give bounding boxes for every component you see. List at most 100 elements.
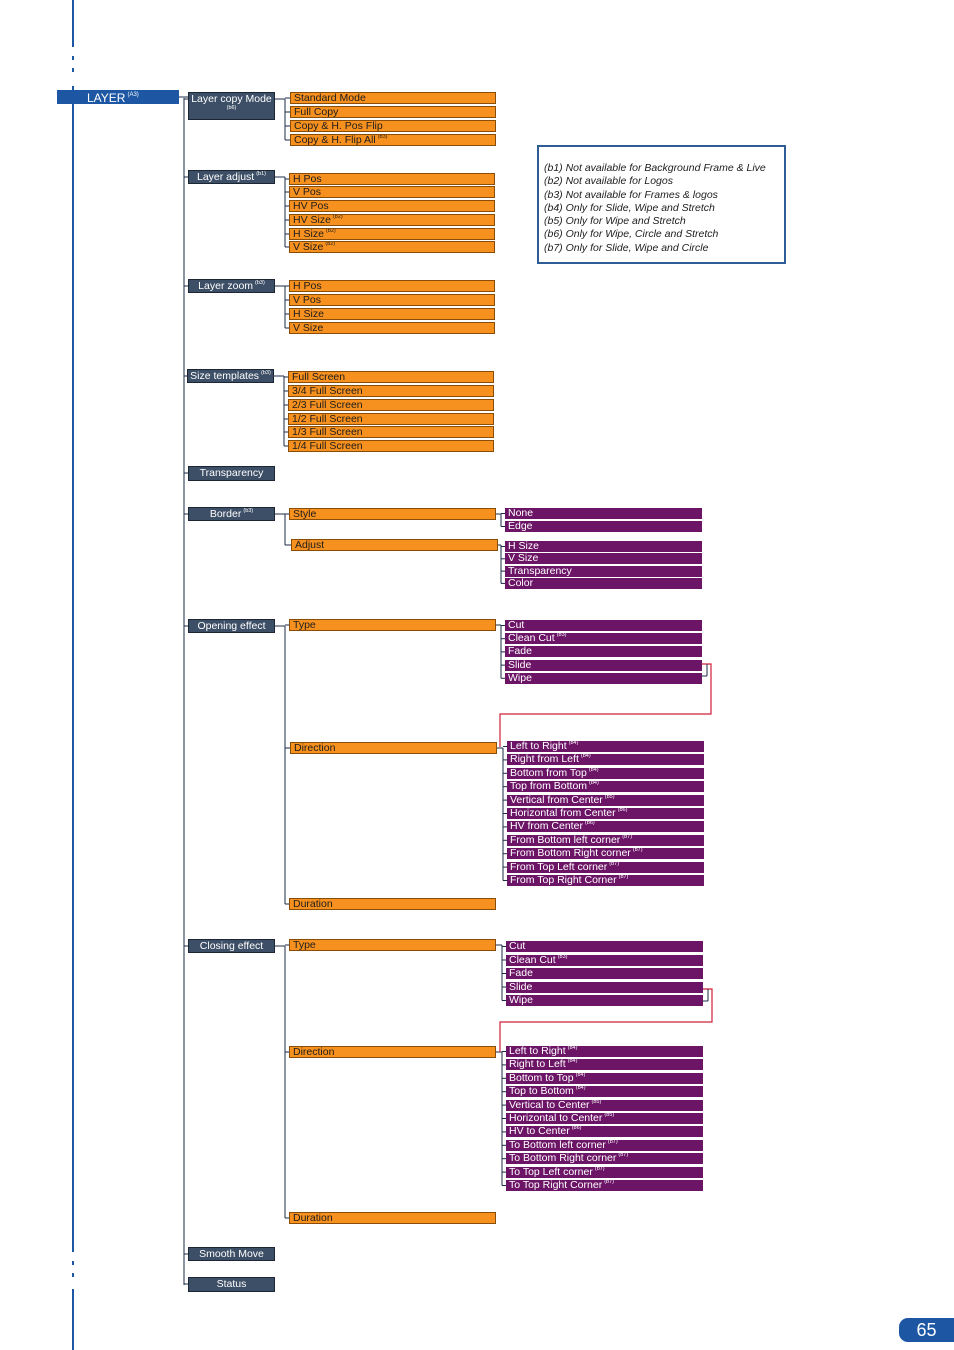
level3-node-text: Fade: [509, 968, 533, 979]
level2-node-text: V Size: [293, 322, 324, 334]
level2-node-text: Copy & H. Pos Flip: [294, 120, 383, 132]
level3-node-footnote: (b7): [618, 1153, 629, 1159]
level2-node: Direction: [290, 742, 497, 754]
level3-node-text: Wipe: [509, 995, 533, 1006]
level2-node: 1/2 Full Screen: [288, 413, 494, 425]
level2-node-text: Direction: [294, 742, 336, 754]
level2-node-text: Direction: [293, 1046, 335, 1058]
level3-node-text: HV to Center: [509, 1126, 570, 1138]
level2-node-footnote: (b2): [325, 241, 336, 247]
level3-node: Cut: [505, 620, 702, 631]
level3-node-footnote: (b4): [575, 1086, 586, 1092]
level2-node: Standard Mode: [290, 92, 496, 104]
level3-node-footnote: (b6): [617, 808, 628, 813]
level2-node: Full Screen: [288, 371, 494, 383]
level3-node-footnote: (b7): [618, 875, 629, 880]
level3-node-text: None: [508, 508, 534, 519]
level2-node: Type: [289, 939, 496, 951]
level3-node: From Top Left corner(b7): [507, 861, 704, 873]
level1-node-text: Layer adjust: [197, 171, 255, 183]
level3-node-text: Vertical from Center: [510, 794, 603, 806]
level3-node: Clean Cut(b3): [505, 633, 702, 645]
level1-node-note: (b6): [226, 104, 237, 111]
level2-node: HV Size(b2): [289, 214, 495, 226]
level3-node-text: From Top Left corner: [510, 861, 608, 873]
level3-node: Slide: [506, 981, 703, 993]
level2-node-footnote: (b2): [332, 214, 343, 220]
level2-node: Duration: [289, 1212, 496, 1224]
level3-node-footnote: (b4): [589, 781, 599, 787]
level3-node-text: Left to Right: [509, 1046, 566, 1057]
level2-node-text: HV Pos: [293, 200, 329, 212]
level2-node-text: Style: [293, 508, 317, 520]
level3-node-text: Cut: [508, 620, 525, 631]
level3-node-text: To Bottom Right corner: [509, 1153, 617, 1165]
footnote: (b2) Not available for Logos: [544, 175, 673, 188]
level3-node-text: Top from Bottom: [510, 781, 588, 793]
level2-node: Copy & H. Flip All(b3): [290, 134, 496, 146]
level2-node: V Size: [289, 322, 495, 334]
level1-node: Opening effect: [188, 619, 275, 633]
level2-node: Direction: [289, 1046, 496, 1058]
footnote: (b6) Only for Wipe, Circle and Stretch: [544, 228, 719, 241]
level1-node-footnote: (b1): [256, 171, 266, 177]
link-connector: [499, 663, 712, 747]
level3-node: To Top Left corner(b7): [506, 1166, 703, 1178]
level3-node: Transparency: [505, 565, 702, 577]
level3-node-footnote: (b7): [632, 848, 643, 854]
level2-node: H Pos: [289, 280, 495, 292]
level3-node-text: Horizontal to Center: [509, 1113, 603, 1124]
level3-node: Right to Left(b4): [506, 1059, 703, 1071]
level3-node: Fade: [506, 968, 703, 979]
level3-node: Left to Right(b4): [507, 741, 704, 752]
page-number: 65: [899, 1318, 954, 1342]
level1-node-text: Smooth Move: [199, 1248, 264, 1260]
footnote: (b3) Not available for Frames & logos: [544, 188, 718, 201]
level3-node-footnote: (b4): [588, 767, 599, 773]
level2-node-text: V Pos: [293, 186, 322, 198]
level3-node-footnote: (b4): [567, 1046, 578, 1051]
level3-node: Top from Bottom(b4): [507, 781, 704, 793]
level2-node-text: Copy & H. Flip All: [294, 134, 376, 146]
level2-node: HV Pos: [289, 200, 495, 212]
level3-node-text: From Bottom Right corner: [510, 848, 631, 860]
level3-node-text: Top to Bottom: [509, 1086, 574, 1098]
level3-node-text: Bottom from Top: [510, 767, 587, 779]
footnote: (b7) Only for Slide, Wipe and Circle: [544, 241, 709, 254]
level2-node-text: Standard Mode: [294, 92, 366, 104]
level3-node-text: Cut: [509, 941, 526, 952]
level3-node-text: Slide: [509, 981, 533, 993]
level3-node: To Bottom Right corner(b7): [506, 1153, 703, 1165]
level3-node-footnote: (b3): [556, 633, 567, 639]
level3-node: Vertical to Center(b5): [506, 1099, 703, 1111]
level3-node: From Top Right Corner(b7): [507, 875, 704, 886]
level1-node: Layer adjust(b1): [188, 170, 275, 184]
level1-node-text: Closing effect: [199, 940, 264, 952]
level3-node-text: Wipe: [508, 672, 532, 684]
level3-node: HV from Center(b6): [507, 821, 704, 833]
level3-node: From Bottom Right corner(b7): [507, 848, 704, 860]
level2-node-text: Adjust: [295, 539, 325, 551]
level2-node-text: 3/4 Full Screen: [292, 385, 363, 397]
level2-node: Full Copy: [290, 106, 496, 118]
level3-node: Wipe: [505, 672, 702, 684]
level2-node-text: Full Copy: [294, 106, 339, 118]
level2-node-text: HV Size: [293, 214, 331, 226]
level1-node-text: Opening effect: [197, 620, 266, 632]
level1-node: Border(b3): [188, 507, 275, 521]
level3-node-text: Color: [508, 577, 534, 589]
level3-node: Fade: [505, 646, 702, 658]
level3-node: Clean Cut(b3): [506, 954, 703, 966]
level2-node: 1/3 Full Screen: [288, 426, 494, 438]
level3-node-text: Right from Left: [510, 754, 579, 766]
level2-node: V Pos: [289, 294, 495, 306]
level3-node-text: HV from Center: [510, 821, 583, 833]
level3-node-text: Slide: [508, 659, 532, 671]
level3-node-footnote: (b5): [604, 1113, 615, 1118]
level3-node-footnote: (b6): [571, 1126, 582, 1132]
level1-node: Layer zoom(b3): [188, 279, 275, 293]
level2-node-text: 2/3 Full Screen: [292, 399, 363, 411]
level2-node-text: Type: [293, 619, 316, 631]
level3-node: Right from Left(b4): [507, 754, 704, 766]
